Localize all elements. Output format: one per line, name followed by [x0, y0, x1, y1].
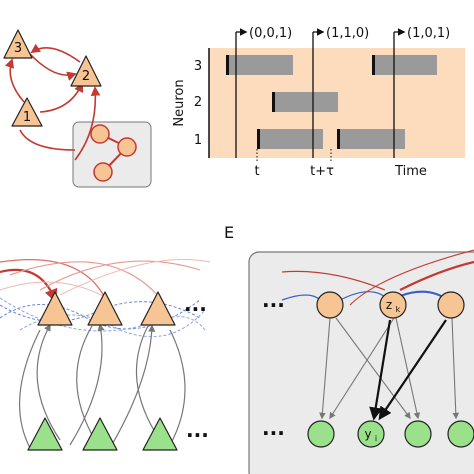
spike-onset [372, 55, 375, 75]
edge-inset-to-2 [19, 129, 76, 151]
edge-2-to-3 [30, 43, 81, 63]
xtick-t-tau: t+τ [310, 164, 334, 179]
output-node-yi-sub: i [375, 434, 377, 443]
ellipsis-top-left: ··· [184, 297, 207, 321]
network-panel: 3 2 1 [3, 29, 152, 188]
weight-arrow [329, 317, 395, 420]
lateral-edge [69, 323, 105, 446]
latent-node-zk-label: z [386, 298, 392, 312]
edge-inset-to-2b [74, 86, 101, 161]
spike-onset [337, 129, 340, 149]
weight-arrow-bold [369, 319, 392, 421]
inhibitory-neuron [27, 417, 63, 451]
ellipsis-e-bottom: ··· [262, 421, 285, 445]
state-label-1: (0,0,1) [249, 26, 292, 41]
recurrent-edge [39, 260, 201, 291]
raster-row-label-2: 2 [194, 95, 202, 110]
output-node [447, 420, 474, 448]
raster-ylabel: Neuron [172, 79, 187, 126]
edge-1-to-2 [39, 82, 84, 113]
panel-e-label: E [224, 223, 234, 242]
raster-row-label-3: 3 [194, 59, 202, 74]
large-network-panel: ··· ··· [0, 258, 211, 451]
recurrent-edge [0, 281, 111, 301]
neuron-1-triangle [11, 97, 43, 127]
edge-3-to-2 [29, 53, 77, 81]
spike-onset [272, 92, 275, 112]
excitatory-neuron [37, 291, 73, 326]
spike-bar [372, 55, 437, 75]
neuron-2-label: 2 [82, 69, 90, 84]
weight-arrow [335, 317, 411, 420]
spike-bar [337, 129, 405, 149]
output-node-yi-label: y [364, 427, 371, 441]
inset-node [93, 162, 113, 182]
weight-arrow [395, 317, 421, 420]
latent-node [437, 291, 465, 319]
lateral-edge [169, 329, 186, 446]
lateral-edge [109, 324, 156, 449]
weight-arrow [319, 317, 331, 420]
inset-node [90, 124, 110, 144]
lateral-edge [135, 325, 161, 441]
ellipsis-bottom-left: ··· [186, 423, 209, 447]
recurrent-edge [0, 268, 58, 303]
inhibitory-neuron [142, 417, 178, 451]
state-label-2: (1,1,0) [326, 26, 369, 41]
inset-box [72, 121, 152, 188]
latent-node-zk-sub: k [396, 305, 401, 314]
panel-e: E ··· z k ··· y i [224, 223, 474, 474]
edge-1-to-3 [4, 58, 25, 103]
spike-onset [226, 55, 229, 75]
lateral-edge [76, 325, 96, 441]
output-node-yi [357, 420, 385, 448]
lateral-edge [18, 329, 41, 449]
neuron-1-label: 1 [23, 110, 31, 125]
inhibitory-edge [0, 301, 201, 322]
input-curve-red [349, 249, 474, 306]
recurrent-edge [59, 258, 211, 296]
neuron-3-label: 3 [14, 41, 22, 56]
lateral-edge [36, 323, 61, 441]
spike-bar [226, 55, 293, 75]
weight-arrow [451, 317, 460, 420]
output-node [307, 420, 335, 448]
inhibitory-neuron [82, 417, 118, 451]
recurrent-edge [0, 259, 106, 299]
state-label-3: (1,0,1) [407, 26, 450, 41]
recurrent-edge [9, 261, 161, 299]
ellipsis-e-top: ··· [262, 293, 285, 317]
excitatory-neuron [140, 291, 176, 326]
spike-onset [257, 129, 260, 149]
spike-bar [257, 129, 323, 149]
inset-node [117, 137, 137, 157]
neuron-2-triangle [70, 55, 102, 87]
spike-bar [272, 92, 338, 112]
input-curve-red [281, 270, 386, 291]
raster-row-label-1: 1 [194, 133, 202, 148]
raster-xlabel: Time [394, 164, 427, 179]
neuron-3-triangle [3, 29, 33, 59]
xtick-t: t [254, 164, 259, 179]
latent-node [316, 291, 344, 319]
latent-node-zk [379, 291, 407, 319]
excitatory-neuron [87, 291, 123, 326]
output-node [404, 420, 432, 448]
raster-panel: Neuron 3 2 1 (0,0,1) (1,1,0) (1,0,1) t t… [172, 26, 465, 179]
input-curve-red-bold [399, 260, 474, 291]
weight-arrow-bold [378, 319, 447, 421]
